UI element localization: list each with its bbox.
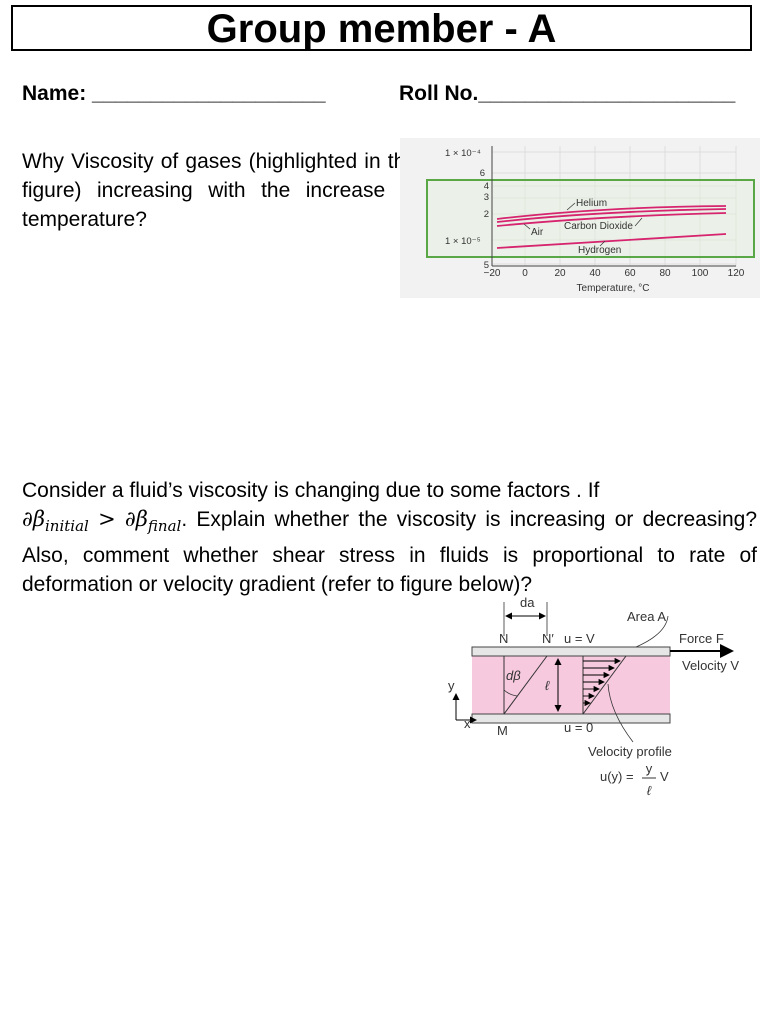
y-tick-2: 2 — [484, 209, 489, 220]
ell-label: ℓ — [545, 678, 550, 693]
carbon-dioxide-curve — [496, 208, 727, 223]
question-2: Consider a fluid’s viscosity is changing… — [22, 476, 757, 599]
x-tick-neg20: −20 — [484, 268, 501, 279]
force-label: Force F — [679, 631, 724, 646]
x-label: x — [464, 716, 471, 731]
question-2-intro: Consider a fluid’s viscosity is changing… — [22, 479, 600, 502]
u-equals-0-label: u = 0 — [564, 720, 593, 735]
roll-no-field-label: Roll No.______________________ — [399, 82, 736, 105]
x-tick-100: 100 — [692, 268, 709, 279]
x-tick-0: 0 — [522, 268, 528, 279]
couette-flow-diagram: da N N′ u = V Area A Force F Velocity V … — [448, 595, 739, 798]
top-plate — [471, 646, 671, 657]
profile-leader — [607, 683, 634, 743]
area-label: Area A — [627, 609, 666, 624]
equation-v: V — [660, 769, 669, 784]
fluid-region — [472, 656, 670, 714]
deformed-line — [503, 655, 548, 715]
y-label: y — [448, 678, 455, 693]
velocity-label: Velocity V — [682, 658, 739, 673]
dbeta-label: dβ — [506, 668, 521, 683]
x-tick-80: 80 — [659, 268, 671, 279]
y-tick-3: 3 — [484, 192, 489, 203]
y-tick-4: 4 — [484, 181, 489, 192]
y-tick-5: 5 — [484, 260, 489, 271]
helium-curve — [496, 205, 727, 220]
equation-numerator: y — [646, 761, 653, 776]
dbeta-initial: ∂βinitial — [22, 507, 89, 536]
y-tick-6: 6 — [480, 168, 485, 179]
dbeta-final: ∂βfinal — [124, 507, 182, 536]
title-box: Group member - A — [11, 5, 752, 51]
x-tick-60: 60 — [624, 268, 636, 279]
y-tick-1e-5: 1 × 10⁻⁵ — [445, 236, 481, 247]
m-label: M — [497, 723, 508, 738]
greater-than-sign: > — [98, 507, 116, 531]
hydrogen-curve — [496, 233, 727, 249]
area-leader — [635, 615, 669, 648]
y-tick-1e-4: 1 × 10⁻⁴ — [445, 148, 481, 159]
x-axis-label: Temperature, °C — [577, 283, 650, 294]
n-label: N — [499, 631, 508, 646]
x-tick-40: 40 — [589, 268, 601, 279]
da-label: da — [520, 595, 535, 610]
equation-denominator: ℓ — [647, 783, 652, 798]
viscosity-curves — [496, 205, 727, 249]
page-title: Group member - A — [206, 7, 557, 51]
hydrogen-label: Hydrogen — [578, 245, 621, 256]
helium-label: Helium — [576, 198, 607, 209]
air-label: Air — [531, 227, 544, 238]
velocity-arrows — [583, 657, 621, 707]
x-tick-20: 20 — [554, 268, 566, 279]
u-equals-v-label: u = V — [564, 631, 595, 646]
viscosity-temperature-figure: 1 × 10⁻⁴ 6 4 3 2 1 × 10⁻⁵ 5 −20 0 20 40 … — [400, 138, 760, 298]
question-1: Why Viscosity of gases (highlighted in t… — [22, 150, 417, 231]
x-tick-120: 120 — [728, 268, 745, 279]
dbeta-arc — [503, 689, 518, 697]
carbon-dioxide-label: Carbon Dioxide — [564, 221, 633, 232]
equation-lhs: u(y) = — [600, 769, 634, 784]
n-prime-label: N′ — [542, 631, 554, 646]
grid-lines — [492, 146, 737, 266]
name-field-label: Name: ____________________ — [22, 82, 326, 105]
question-2-body: . Explain whether the viscosity is incre… — [22, 508, 758, 597]
air-curve — [496, 212, 727, 227]
velocity-profile-label: Velocity profile — [588, 744, 672, 759]
